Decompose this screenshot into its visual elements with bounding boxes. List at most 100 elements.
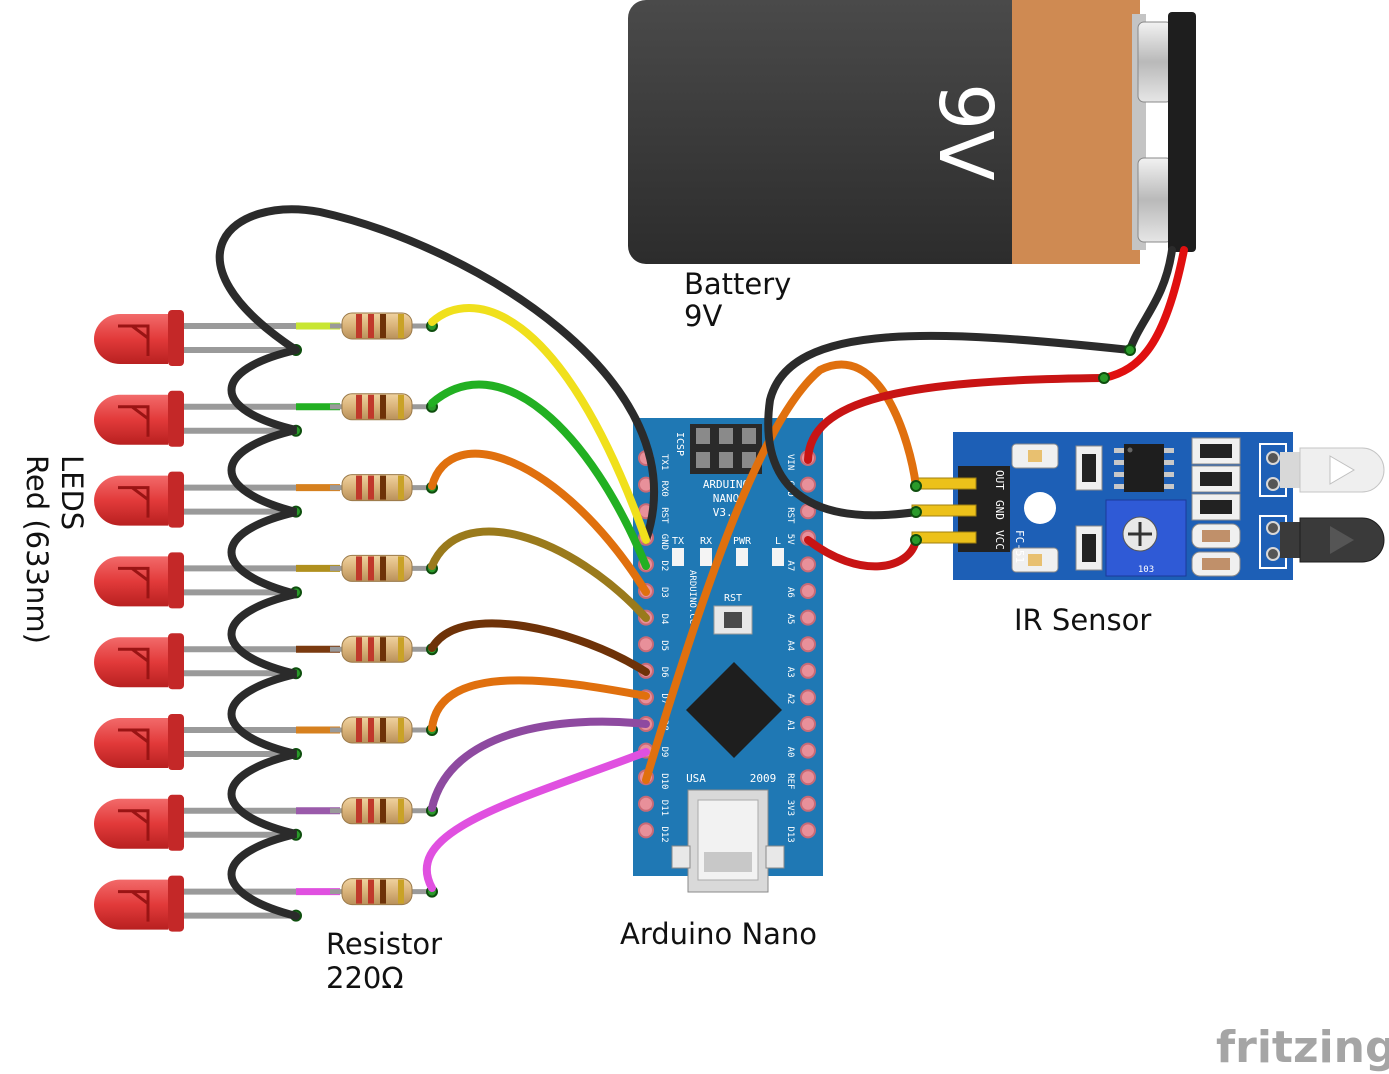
pin-pad-d5[interactable] — [638, 636, 654, 653]
wire-ground-to-arduino — [215, 205, 658, 544]
pwr-label: PWR — [733, 536, 752, 547]
pin-label-r-a3: A3 — [785, 667, 795, 678]
ir-out-label: OUT — [993, 470, 1006, 490]
pin-label-d12: D12 — [659, 826, 669, 842]
leds-spec-label: Red (633nm) — [20, 455, 54, 644]
led-row — [94, 310, 438, 366]
resistor — [330, 878, 432, 906]
wire-brown-d6 — [428, 619, 650, 676]
battery-face-label: 9V — [922, 83, 1008, 181]
resistor — [330, 635, 432, 663]
ir-model-label: FC-51 — [1013, 530, 1026, 563]
red-led — [94, 471, 184, 528]
wire-red-5v — [804, 536, 920, 571]
resistor-value-label: 220Ω — [326, 961, 404, 995]
wires — [215, 205, 1188, 920]
pin-label-r-a4: A4 — [785, 640, 795, 651]
red-led — [94, 633, 184, 690]
wire-battery-black — [1126, 246, 1176, 354]
pin-pad-r-gnd[interactable] — [800, 476, 816, 493]
microcontroller-chip — [686, 662, 782, 758]
battery-name-label: Battery — [684, 267, 791, 301]
resistor — [330, 554, 432, 582]
pin-label-r-d13: D13 — [785, 826, 795, 842]
red-led — [94, 714, 184, 770]
pin-label-r-a1: A1 — [785, 720, 795, 731]
pin-label-d6: D6 — [659, 667, 669, 678]
pin-pad-r-a4[interactable] — [800, 636, 816, 653]
pin-pad-r-a6[interactable] — [800, 583, 816, 599]
pin-label-d3: D3 — [659, 587, 669, 598]
board-title-2: NANO — [713, 492, 740, 505]
l-led — [772, 548, 784, 566]
arduino-nano: ICSP ARDUINO NANO V3.0 TX RX PWR L ARDUI… — [633, 418, 823, 893]
tx-label: TX — [672, 536, 684, 547]
ir-vcc-label: VCC — [993, 530, 1006, 550]
pin-pad-r-a2[interactable] — [800, 689, 816, 706]
wire-orange-d4 — [428, 449, 650, 596]
resistor — [330, 716, 432, 744]
tx-led — [672, 548, 684, 566]
battery-clip — [1168, 12, 1196, 252]
board-title-1: ARDUINO — [703, 478, 749, 491]
fritzing-logo: fritzing — [1216, 1022, 1389, 1073]
pin-label-r-3v3: 3V3 — [785, 800, 795, 816]
rx-label: RX — [700, 536, 712, 547]
battery-copper-band — [1012, 0, 1140, 264]
resistor — [330, 393, 432, 421]
wire-black-ir-gnd — [764, 331, 1134, 520]
red-led — [94, 390, 184, 447]
wire-purple-d8 — [428, 717, 650, 812]
pin-label-r-a5: A5 — [785, 614, 795, 625]
site-label: ARDUINO.CC — [687, 570, 697, 624]
battery-terminal-bottom — [1137, 157, 1173, 243]
pin-label-r-5v: 5V — [785, 534, 795, 545]
battery-terminal-top — [1137, 21, 1173, 103]
rx-led — [700, 548, 712, 566]
pin-pad-r-3v3[interactable] — [800, 795, 816, 812]
year-label: 2009 — [750, 772, 777, 785]
led-row — [94, 471, 438, 528]
red-led — [94, 794, 184, 851]
pin-label-r-vin: VIN — [785, 454, 795, 470]
pin-label-r-a7: A7 — [785, 560, 795, 571]
leds-name-label: LEDS — [55, 455, 89, 530]
l-label: L — [775, 536, 781, 547]
wire-yellow-d2 — [428, 303, 650, 544]
icsp-label: ICSP — [674, 432, 685, 456]
pin-pad-r-a5[interactable] — [800, 609, 816, 626]
pin-pad-r-a0[interactable] — [800, 742, 816, 759]
pin-label-d4: D4 — [659, 614, 669, 625]
mounting-hole — [1024, 492, 1056, 524]
red-led — [94, 875, 184, 932]
resistor-name-label: Resistor — [326, 927, 442, 961]
wire-orange-ir-out — [642, 360, 920, 784]
pin-label-d7: D7 — [659, 693, 669, 704]
led-row — [94, 714, 438, 770]
ir-name-label: IR Sensor — [1014, 603, 1151, 637]
pin-pad-r-a3[interactable] — [800, 662, 816, 679]
pin-label-d10: D10 — [659, 773, 669, 789]
rst-button-label: RST — [724, 593, 742, 604]
wire-olive-d5 — [428, 527, 650, 622]
pin-pad-d11[interactable] — [638, 795, 654, 812]
pin-pad-d12[interactable] — [638, 822, 654, 839]
pin-label-rx0: RX0 — [659, 481, 669, 497]
battery-9v: 9V — [628, 0, 1196, 264]
pin-label-r-a6: A6 — [785, 587, 795, 598]
pin-pad-r-a7[interactable] — [800, 556, 816, 573]
pin-pad-r-ref[interactable] — [800, 769, 816, 786]
pin-label-rst: RST — [659, 507, 669, 524]
pin-label-d9: D9 — [659, 747, 669, 758]
led-resistor-array — [94, 310, 438, 932]
pin-label-r-a0: A0 — [785, 747, 795, 758]
red-led — [94, 552, 184, 609]
pin-label-d2: D2 — [659, 560, 669, 571]
pin-pad-r-d13[interactable] — [800, 822, 816, 839]
pin-label-tx1: TX1 — [659, 454, 669, 470]
pin-pad-r-a1[interactable] — [800, 716, 816, 732]
pin-label-d11: D11 — [659, 800, 669, 816]
